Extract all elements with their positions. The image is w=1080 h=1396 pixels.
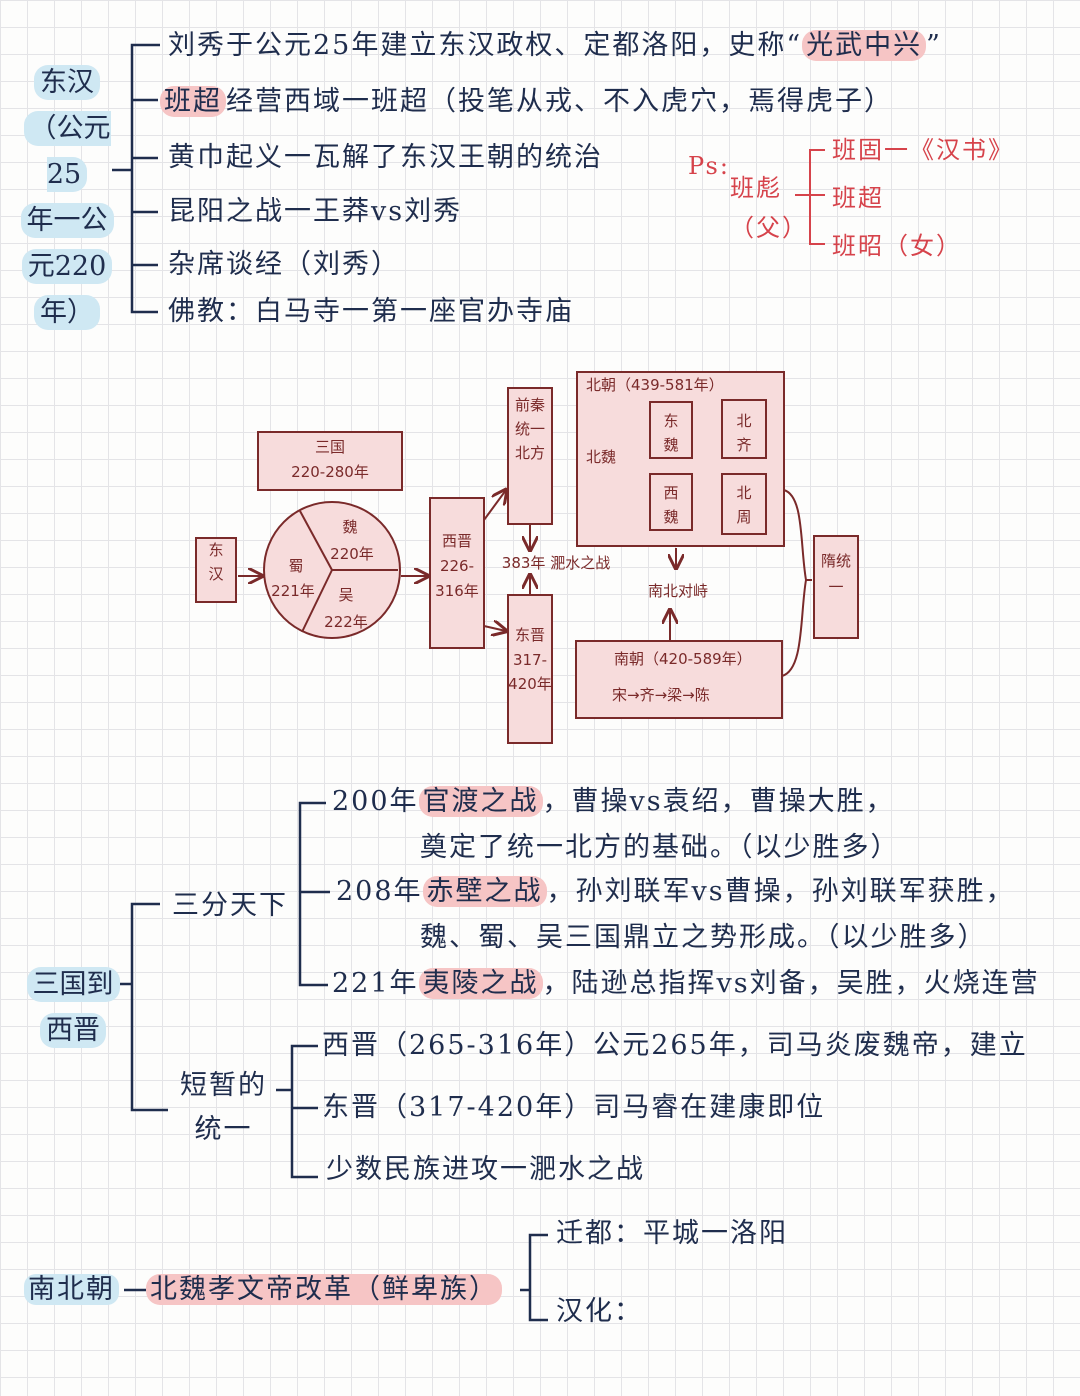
three-kingdoms-years: 220-280年 — [291, 463, 369, 481]
east-han-tag-line: （公元25 — [23, 111, 111, 192]
wei-year: 220年 — [330, 545, 374, 563]
wei-name: 魏 — [342, 518, 357, 536]
east-han-item-2: 班超经营西域一班超（投笔从戎、不入虎穴，焉得虎子） — [160, 86, 893, 118]
east-han-item-1: 刘秀于公元25年建立东汉政权、定都洛阳，史称“光武中兴” — [168, 30, 942, 61]
box-sui — [813, 535, 859, 639]
ps-child-bangu: 班固一《汉书》 — [832, 136, 1014, 164]
east-han-tag: 东汉 （公元25 年一公 元220 年） — [12, 60, 122, 336]
qian-qin-label: 前秦统一北方 — [515, 396, 545, 462]
wu-year: 222年 — [324, 613, 368, 631]
three-kingdoms-name: 三国 — [315, 438, 345, 456]
east-han-tag-line: 年） — [34, 295, 100, 330]
east-han-item-5: 杂席谈经（刘秀） — [168, 249, 400, 280]
feishui-label: 383年 淝水之战 — [502, 554, 610, 572]
three-to-jin-tag: 三国到 西晋 — [18, 962, 128, 1054]
box-xi-wei — [649, 473, 693, 531]
east-han-tag-line: 元220 — [21, 249, 113, 284]
nanbei-item-move-capital: 迁都：平城一洛阳 — [556, 1218, 788, 1249]
xi-wei-label: 西魏 — [663, 484, 678, 526]
ps-child-banzhao: 班昭（女） — [832, 232, 962, 260]
dong-wei-label: 东魏 — [663, 412, 678, 454]
box-east-han — [195, 537, 237, 603]
branch-short-unity: 短暂的 统一 — [180, 1070, 267, 1145]
jin-item-west: 西晋（265-316年）公元265年，司马炎废魏帝，建立 — [322, 1030, 1028, 1061]
battle-guandu: 200年官渡之战，曹操vs袁绍，曹操大胜， — [332, 786, 895, 817]
box-qian-qin — [507, 387, 553, 525]
three-to-jin-bracket — [112, 801, 330, 1179]
ps-label: Ps: — [688, 152, 730, 180]
highlight-banchao: 班超 — [160, 86, 226, 117]
east-han-item-6: 佛教：白马寺一第一座官办寺庙 — [168, 296, 574, 327]
east-han-tag-line: 年一公 — [20, 203, 114, 238]
east-han-tag-line: 东汉 — [34, 65, 100, 100]
battle-chibi-desc: 魏、蜀、吴三国鼎立之势形成。（以少胜多） — [420, 922, 987, 953]
three-to-jin-tag-line: 三国到 — [26, 967, 120, 1002]
ps-father: 班彪 — [730, 174, 782, 202]
south-dyn-seq: 宋→齐→梁→陈 — [612, 686, 710, 704]
jin-item-feishui: 少数民族进攻一淝水之战 — [326, 1154, 645, 1185]
east-han-box-label: 东汉 — [208, 541, 223, 583]
box-east-jin — [507, 594, 553, 744]
box-south-dynasties — [575, 640, 783, 719]
battle-chibi: 208年赤壁之战，孙刘联军vs曹操，孙刘联军获胜， — [336, 876, 1015, 907]
east-jin-years: 317-420年 — [508, 651, 552, 693]
north-dyn-title: 北朝（439-581年） — [586, 376, 724, 394]
three-to-jin-tag-line: 西晋 — [40, 1013, 106, 1048]
box-bei-qi — [721, 399, 767, 459]
west-jin-years: 226-316年 — [435, 557, 479, 600]
ps-father-note: （父） — [730, 214, 808, 242]
box-three-kingdoms — [257, 431, 403, 491]
jin-item-east: 东晋（317-420年）司马睿在建康即位 — [322, 1092, 826, 1123]
battle-guandu-desc: 奠定了统一北方的基础。（以少胜多） — [420, 832, 900, 863]
nanbei-reform: 北魏孝文帝改革（鲜卑族） — [146, 1274, 502, 1306]
east-jin-name: 东晋 — [515, 626, 545, 644]
east-han-bracket — [112, 43, 160, 314]
box-bei-zhou — [721, 473, 767, 535]
battle-yiling: 221年夷陵之战，陆逊总指挥vs刘备，吴胜，火烧连营 — [332, 968, 1040, 999]
nanbei-tag: 南北朝 — [24, 1274, 119, 1306]
sui-label: 隋统一 — [821, 552, 851, 596]
east-han-item-4: 昆阳之战一王莽vs刘秀 — [168, 196, 463, 227]
west-jin-name: 西晋 — [442, 532, 472, 550]
duizhi-label: 南北对峙 — [648, 582, 708, 600]
east-han-item-3: 黄巾起义一瓦解了东汉王朝的统治 — [168, 142, 603, 173]
bei-qi-label: 北齐 — [736, 412, 751, 454]
highlight-guangwu: 光武中兴 — [802, 30, 927, 61]
south-dyn-title: 南朝（420-589年） — [614, 650, 752, 668]
nanbei-bracket — [124, 1233, 548, 1322]
bei-zhou-label: 北周 — [736, 484, 751, 526]
box-dong-wei — [649, 401, 693, 459]
ps-bracket — [795, 149, 825, 245]
shu-name: 蜀 — [288, 557, 303, 575]
nanbei-item-sinicization: 汉化： — [556, 1296, 643, 1327]
branch-three-split: 三分天下 — [172, 890, 288, 921]
wu-name: 吴 — [338, 586, 353, 604]
box-west-jin — [429, 497, 485, 649]
shu-year: 221年 — [271, 582, 315, 600]
bei-wei-label: 北魏 — [586, 448, 616, 466]
ps-child-banchao: 班超 — [832, 184, 884, 212]
